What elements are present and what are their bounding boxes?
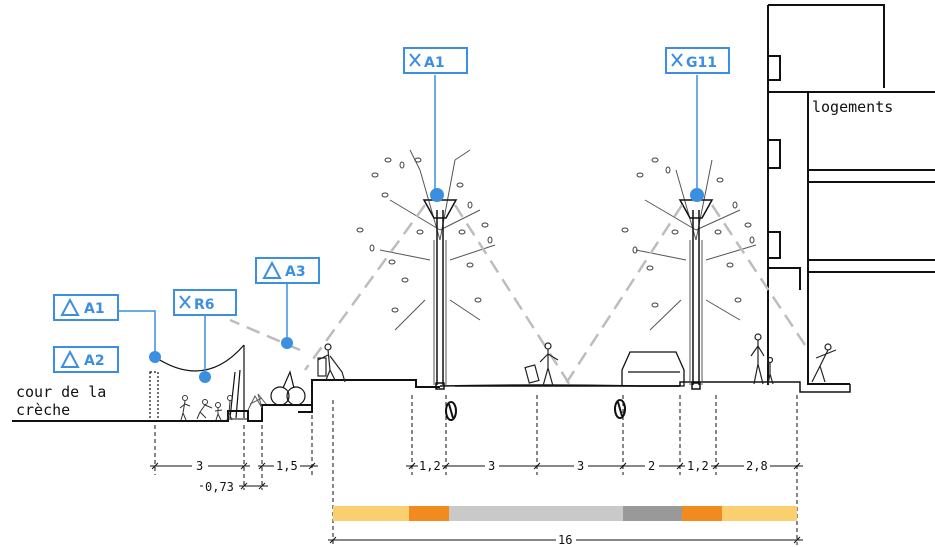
courtyard-fence (149, 344, 245, 422)
light-pole-left (422, 199, 458, 390)
svg-text:A1: A1 (424, 55, 445, 71)
pedestrian-stroller (317, 343, 346, 383)
dim-0-73: 0,73 (205, 480, 234, 494)
dim-3-left: 3 (196, 459, 203, 473)
building (767, 4, 935, 385)
car (621, 351, 685, 387)
marker-label-r6: R6 (173, 289, 237, 316)
tree-right (621, 157, 757, 385)
label-courtyard-line1: cour de la (16, 383, 106, 401)
dim-1-5: 1,5 (276, 459, 298, 473)
dim-3-b: 3 (577, 459, 584, 473)
profile-segment-4 (537, 506, 623, 521)
profile-segment-7 (722, 506, 797, 521)
marker-label-a3: A3 (255, 257, 320, 284)
pedestrians-right (750, 333, 837, 385)
marker-leaders (118, 75, 698, 375)
dim-1-2-left: 1,2 (419, 459, 441, 473)
profile-segment-2 (409, 506, 449, 521)
drain-right (614, 399, 626, 419)
label-courtyard-line2: crèche (16, 401, 70, 419)
profile-segment-5 (623, 506, 682, 521)
label-housing: logements (812, 98, 893, 116)
light-pole-right (678, 199, 714, 390)
marker-label-a1-top: A1 (403, 47, 468, 74)
dim-1-2-right: 1,2 (687, 459, 709, 473)
dim-2-8: 2,8 (746, 459, 768, 473)
profile-segment-6 (682, 506, 722, 521)
bench (270, 370, 306, 406)
dim-3-a: 3 (488, 459, 495, 473)
light-cones (229, 204, 807, 386)
profile-segment-1 (333, 506, 409, 521)
pedestrian-suitcase (524, 342, 559, 387)
dimension-ticks (154, 395, 798, 545)
profile-bar (333, 506, 797, 521)
svg-text:A2: A2 (84, 353, 105, 369)
tree-left (356, 149, 496, 385)
drain-symbols (445, 399, 626, 421)
shrub (247, 393, 267, 411)
marker-label-a2: A2 (53, 346, 119, 373)
svg-text:A3: A3 (285, 264, 306, 280)
playground-figures (179, 395, 233, 421)
marker-label-g11: G11 (665, 47, 730, 74)
marker-dots (149, 188, 704, 383)
dim-total-16: 16 (558, 533, 572, 547)
svg-text:R6: R6 (194, 297, 215, 313)
profile-segment-3 (449, 506, 537, 521)
svg-text:A1: A1 (84, 301, 105, 317)
dimension-rows (150, 462, 803, 544)
svg-text:G11: G11 (686, 55, 717, 71)
marker-label-a1-left: A1 (53, 294, 119, 321)
dimension-labels: 3 0,73 1,5 1,2 3 3 2 1,2 2,8 16 (192, 459, 770, 547)
ground-profile (12, 379, 851, 422)
dim-2: 2 (648, 459, 655, 473)
